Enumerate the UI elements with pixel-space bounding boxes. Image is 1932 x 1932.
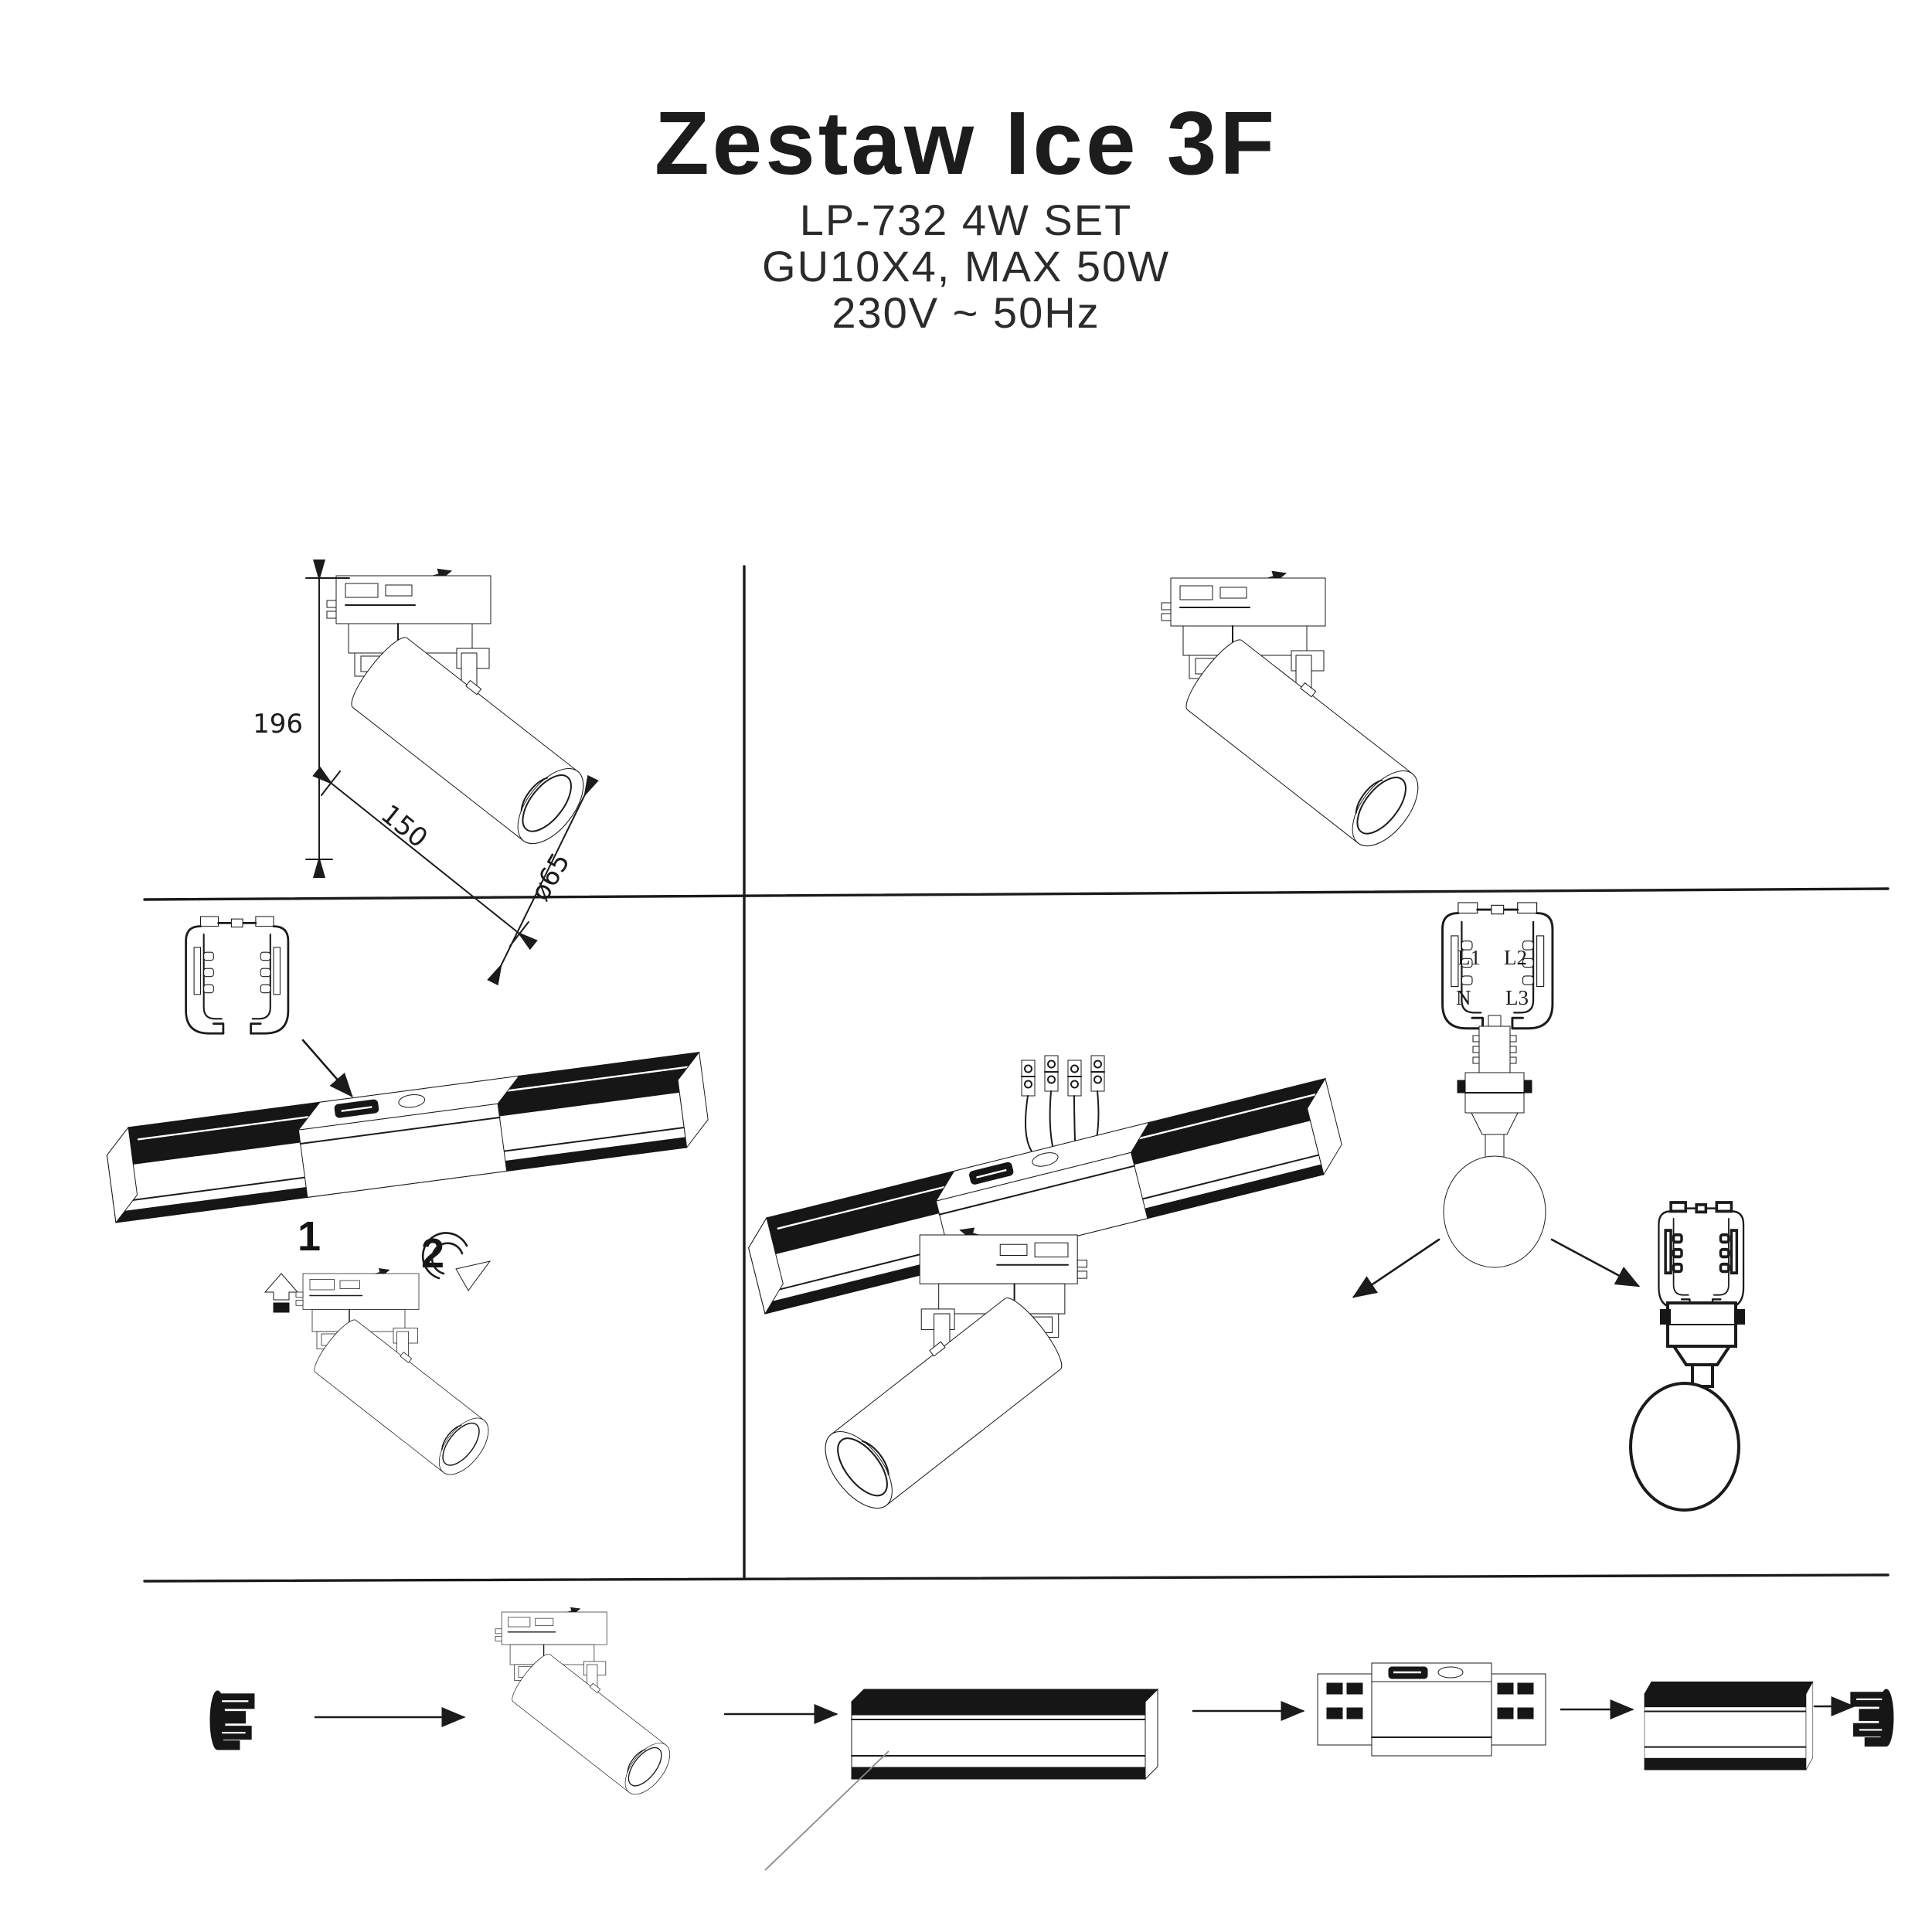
dimension-line-diameter xyxy=(487,774,599,986)
track-segment-short xyxy=(1644,1681,1814,1770)
adapter-ball-diagram xyxy=(1352,1015,1641,1298)
divider-horizontal xyxy=(143,887,1889,901)
model-line: LP-732 4W SET xyxy=(799,196,1133,244)
wiring-label-l3: L3 xyxy=(1505,986,1529,1009)
lift-arrow-icon xyxy=(264,1273,299,1313)
divider-bottom xyxy=(143,1573,1889,1583)
lamp-spec-line: GU10X4, MAX 50W xyxy=(762,242,1170,291)
zoom-arrow-left xyxy=(1352,1238,1440,1298)
track-leader-line xyxy=(764,1750,889,1871)
dimension-height-label: 196 xyxy=(253,709,303,740)
wiring-label-l2: L2 xyxy=(1504,946,1527,969)
power-spec-line: 230V ~ 50Hz xyxy=(832,288,1100,337)
wiring-label-n: N xyxy=(1456,986,1471,1009)
track-rail-left xyxy=(103,1051,713,1224)
rotate-arrow-icon xyxy=(421,1232,492,1291)
track-coupler xyxy=(1316,1662,1547,1757)
end-cap-left xyxy=(209,1689,256,1751)
spotlight-top-right xyxy=(1162,573,1434,857)
track-profile-cross-section xyxy=(185,915,290,1035)
insert-direction-arrow xyxy=(301,1039,353,1097)
track-cross-section-wiring: L1 L2 N L3 xyxy=(1441,901,1554,1030)
wire-terminals xyxy=(1021,1055,1105,1097)
spotlight-bottom xyxy=(495,1609,681,1802)
wiring-label-l1: L1 xyxy=(1458,946,1481,969)
track-segment-long xyxy=(764,1689,1158,1871)
spotlight-dimension-drawing: 196 150 ø65 xyxy=(253,560,599,986)
dimension-length-label: 150 xyxy=(375,798,434,854)
magnifier-ball xyxy=(1443,1155,1546,1268)
spotlight-mid-left xyxy=(296,1270,500,1484)
page-title: Zestaw Ice 3F xyxy=(654,93,1278,193)
mini-adapter-ball xyxy=(1629,1201,1745,1512)
end-cap-right xyxy=(1849,1688,1895,1747)
step-1-label: 1 xyxy=(298,1213,321,1260)
zoom-arrow-right xyxy=(1550,1238,1641,1287)
